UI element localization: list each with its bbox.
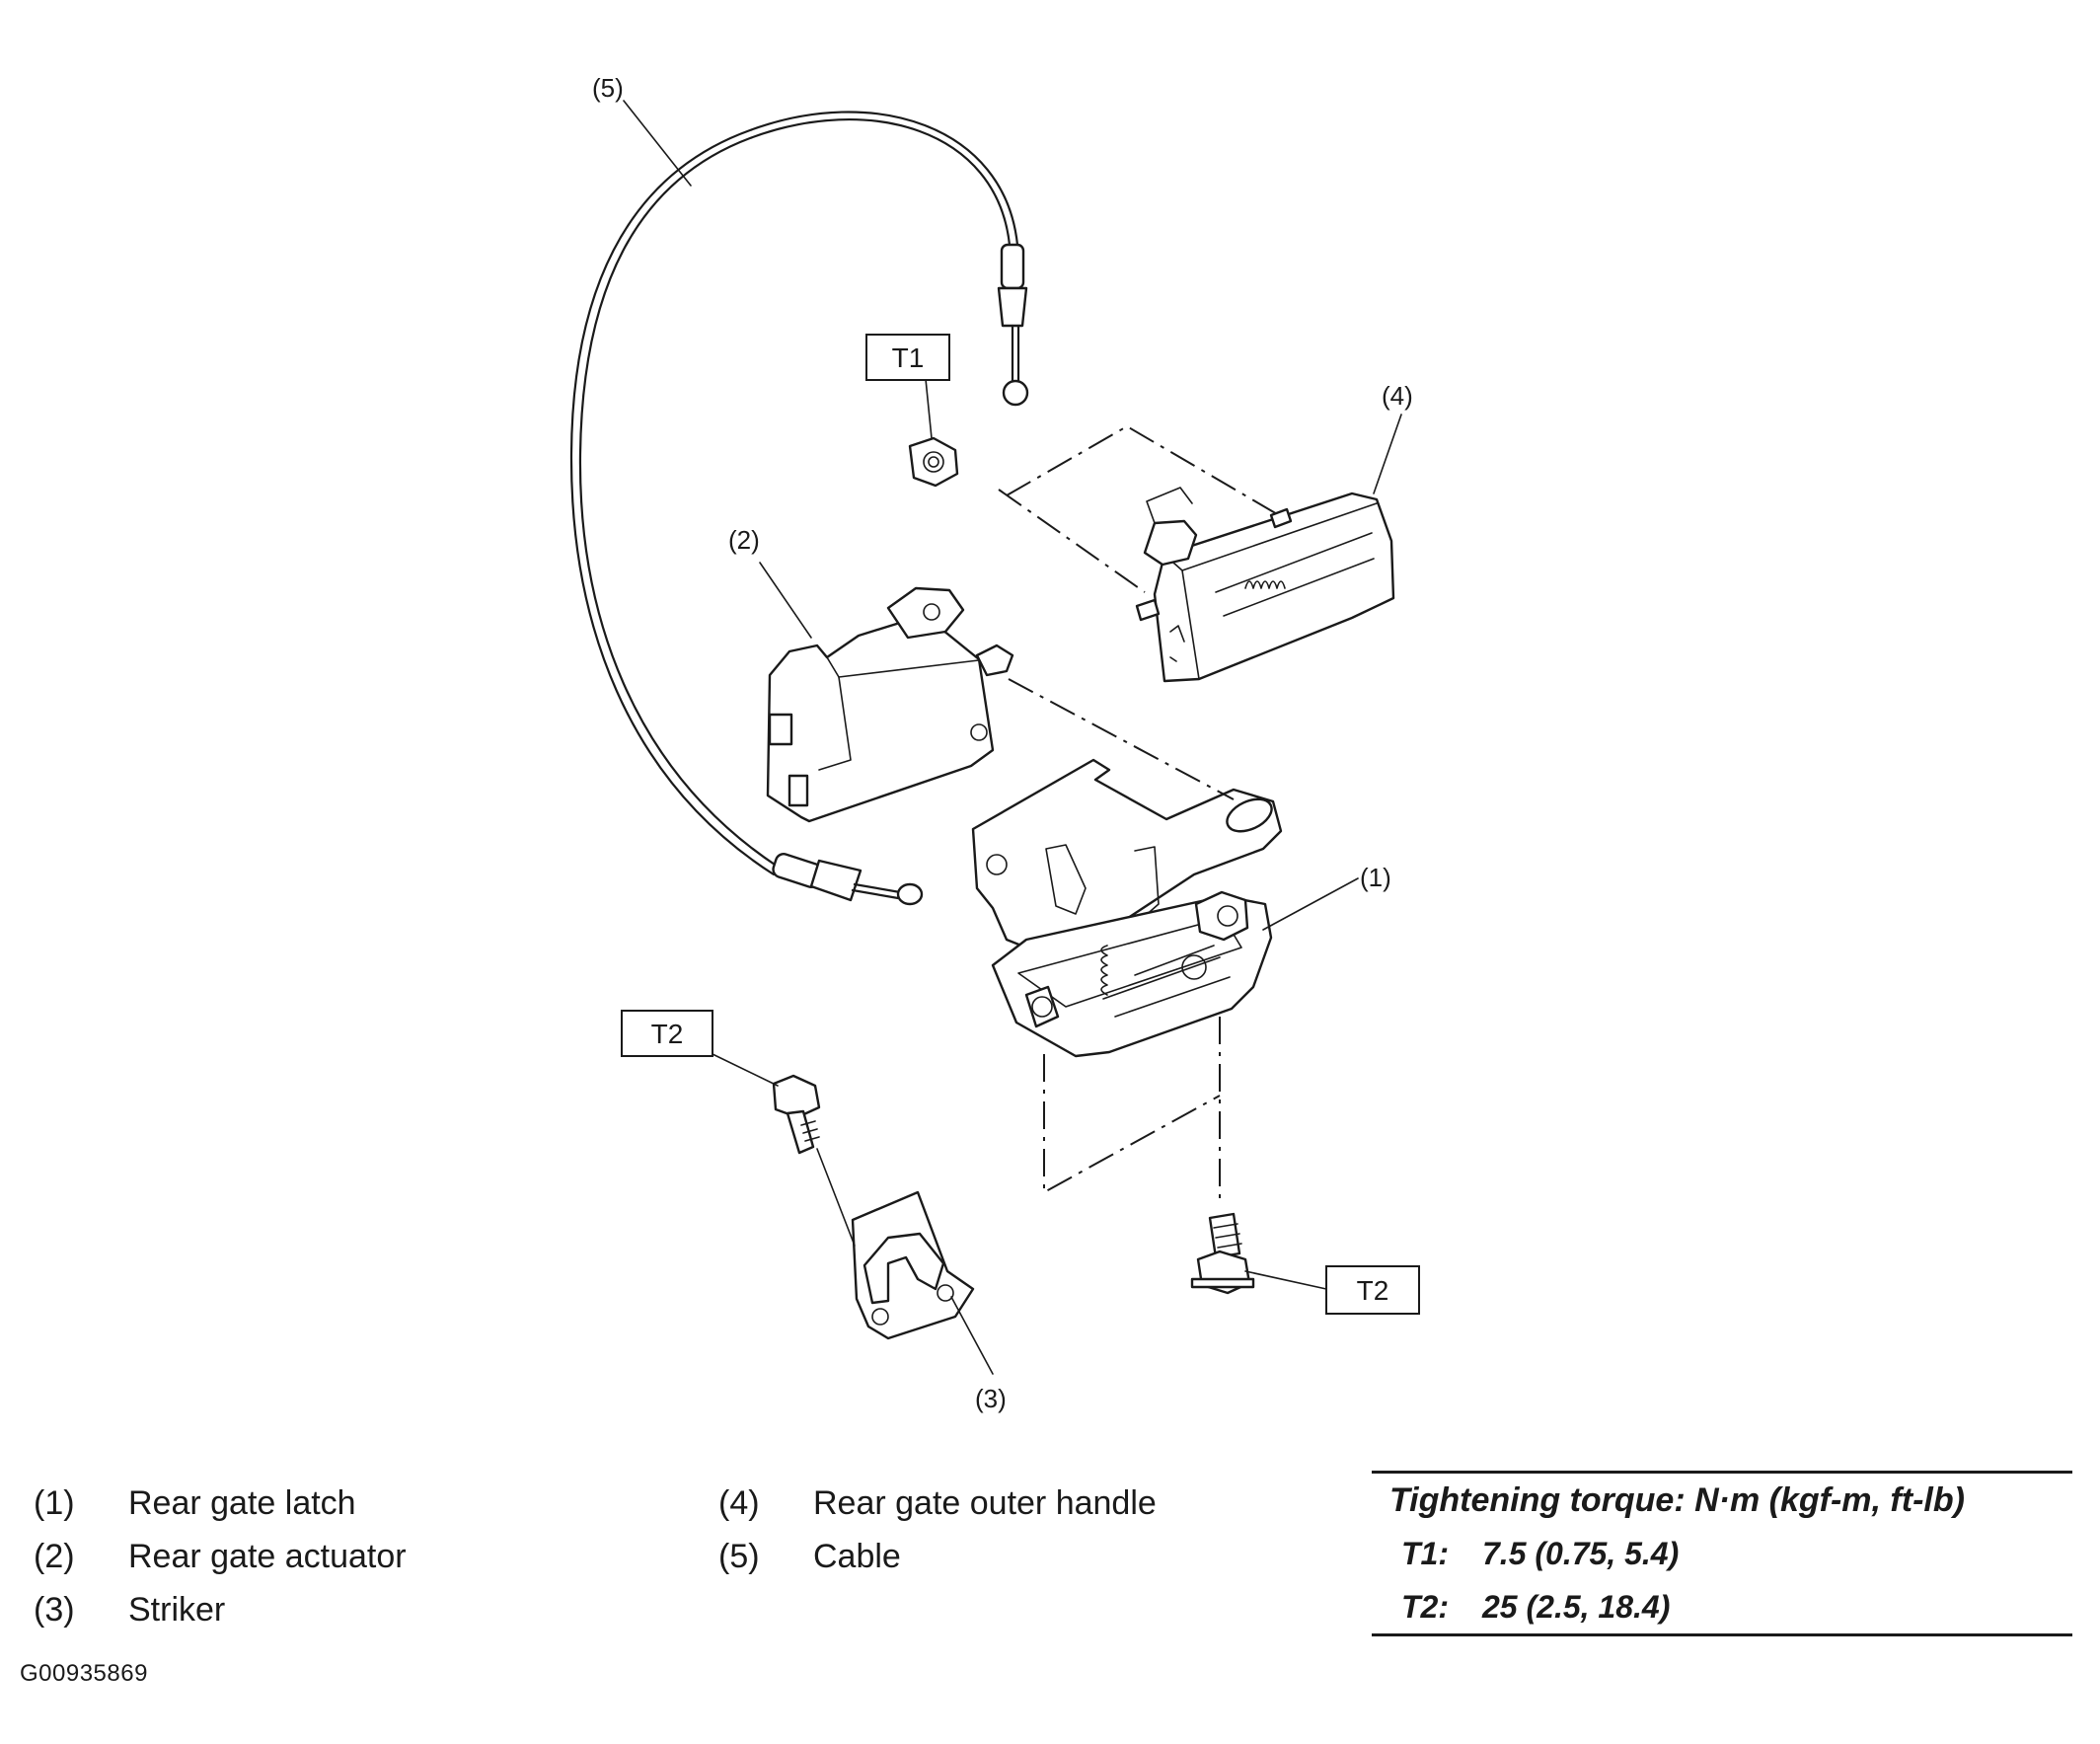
legend-label: Rear gate outer handle <box>813 1484 1157 1522</box>
callout-actuator: (2) <box>728 525 760 555</box>
torque-tag-latch-bolt-label: T2 <box>1357 1275 1389 1306</box>
torque-tag-latch-bolt: T2 <box>1325 1265 1420 1315</box>
legend-number: (4) <box>718 1484 760 1522</box>
torque-value: 25 (2.5, 18.4) <box>1482 1589 1671 1625</box>
latch-bolt-part <box>1190 1212 1255 1295</box>
latch-part <box>971 758 1283 1058</box>
legend-number: (3) <box>34 1591 75 1629</box>
legend-number: (1) <box>34 1484 75 1522</box>
callout-striker: (3) <box>975 1384 1007 1413</box>
legend-label: Striker <box>128 1591 226 1629</box>
striker-part <box>851 1190 975 1340</box>
torque-key: T1: <box>1401 1536 1449 1571</box>
callout-cable: (5) <box>592 73 624 103</box>
legend-label: Rear gate actuator <box>128 1538 407 1575</box>
torque-tag-striker-bolt: T2 <box>621 1010 713 1057</box>
cable-part <box>569 111 1029 906</box>
torque-tag-nut: T1 <box>865 334 950 381</box>
torque-table-header: Tightening torque: N·m (kgf-m, ft-lb) <box>1389 1481 1965 1519</box>
legend-number: (2) <box>34 1538 75 1575</box>
striker-bolt-part <box>772 1074 821 1155</box>
leader-lines <box>623 100 1402 1375</box>
actuator-part <box>766 586 1014 823</box>
torque-key: T2: <box>1401 1589 1449 1625</box>
torque-table: Tightening torque: N·m (kgf-m, ft-lb) T1… <box>1372 1471 2072 1636</box>
torque-row-t1: T1: 7.5 (0.75, 5.4) <box>1372 1527 2072 1580</box>
torque-tag-striker-bolt-label: T2 <box>651 1019 684 1049</box>
legend-label: Rear gate latch <box>128 1484 356 1522</box>
callout-latch: (1) <box>1360 863 1391 892</box>
torque-row-t2: T2: 25 (2.5, 18.4) <box>1372 1580 2072 1633</box>
legend-number: (5) <box>718 1538 760 1575</box>
legend-label: Cable <box>813 1538 901 1575</box>
torque-table-top-rule <box>1372 1471 2072 1474</box>
assembly-lines <box>816 424 1280 1247</box>
torque-tag-nut-label: T1 <box>892 342 925 373</box>
torque-value: 7.5 (0.75, 5.4) <box>1482 1536 1680 1571</box>
figure-id: G00935869 <box>20 1660 148 1687</box>
torque-table-bottom-rule <box>1372 1633 2072 1636</box>
nut-part <box>908 436 959 488</box>
outer-handle-part <box>1135 487 1395 683</box>
callout-outer-handle: (4) <box>1382 381 1413 411</box>
